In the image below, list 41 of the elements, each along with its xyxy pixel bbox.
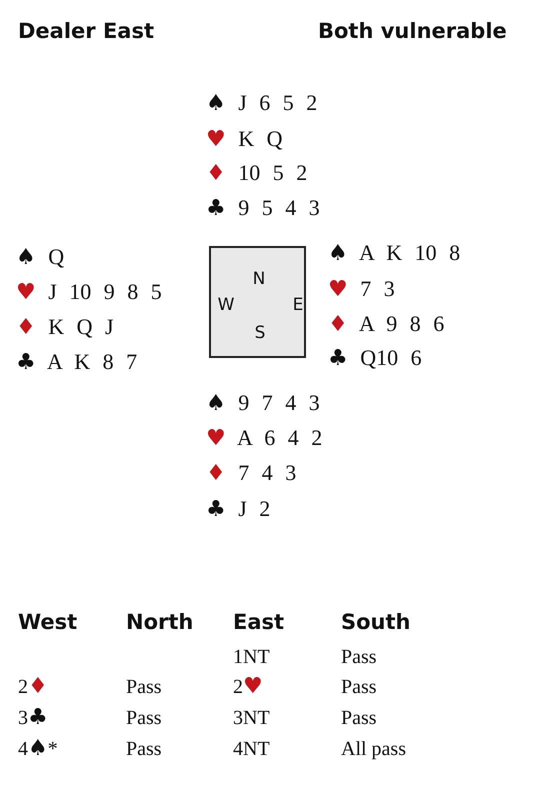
bid-call: Pass <box>126 675 162 700</box>
bid-call: Pass <box>126 706 162 731</box>
suit-holding: ♠ 9 7 4 3 <box>206 389 320 418</box>
suit-holding: ♦ 10 5 2 <box>206 159 308 188</box>
bid-call: 3♣ <box>18 705 48 731</box>
suit-holding: ♦ A 9 8 6 <box>328 310 444 339</box>
compass-box <box>209 246 306 358</box>
suit-holding: ♥ K Q <box>206 125 283 154</box>
suit-holding: ♣ 9 5 4 3 <box>206 194 320 223</box>
suit-holding: ♦ 7 4 3 <box>206 459 296 488</box>
compass-direction: N <box>252 269 266 289</box>
bid-call: Pass <box>341 675 377 700</box>
bid-call: 3NT <box>233 706 270 731</box>
bid-call: 2♦ <box>18 674 48 700</box>
suit-holding: ♣ A K 8 7 <box>16 348 138 377</box>
column-header: West <box>18 609 78 636</box>
bid-call: 4♠* <box>18 736 58 762</box>
suit-holding: ♣ J 2 <box>206 495 270 524</box>
bid-call: 2♥ <box>233 674 263 700</box>
column-header: South <box>341 609 410 636</box>
suit-holding: ♥ A 6 4 2 <box>206 424 322 453</box>
suit-holding: ♠ Q <box>16 243 64 272</box>
suit-holding: ♥ J 10 9 8 5 <box>16 278 162 307</box>
compass-direction: S <box>254 323 266 343</box>
dealer-label: Dealer East <box>18 18 154 45</box>
suit-holding: ♥ 7 3 <box>328 275 395 304</box>
bid-call: 1NT <box>233 645 270 670</box>
bid-call: Pass <box>341 645 377 670</box>
suit-holding: ♦ K Q J <box>16 313 114 342</box>
column-header: North <box>126 609 194 636</box>
bid-call: Pass <box>126 737 162 762</box>
bid-call: Pass <box>341 706 377 731</box>
suit-holding: ♣ Q10 6 <box>328 344 422 373</box>
suit-holding: ♠ J 6 5 2 <box>206 89 318 118</box>
suit-holding: ♠ A K 10 8 <box>328 239 460 268</box>
compass-direction: W <box>218 295 234 315</box>
bid-call: 4NT <box>233 737 270 762</box>
column-header: East <box>233 609 284 636</box>
compass-direction: E <box>292 295 304 315</box>
bid-call: All pass <box>341 737 406 762</box>
vulnerability-label: Both vulnerable <box>318 18 507 45</box>
